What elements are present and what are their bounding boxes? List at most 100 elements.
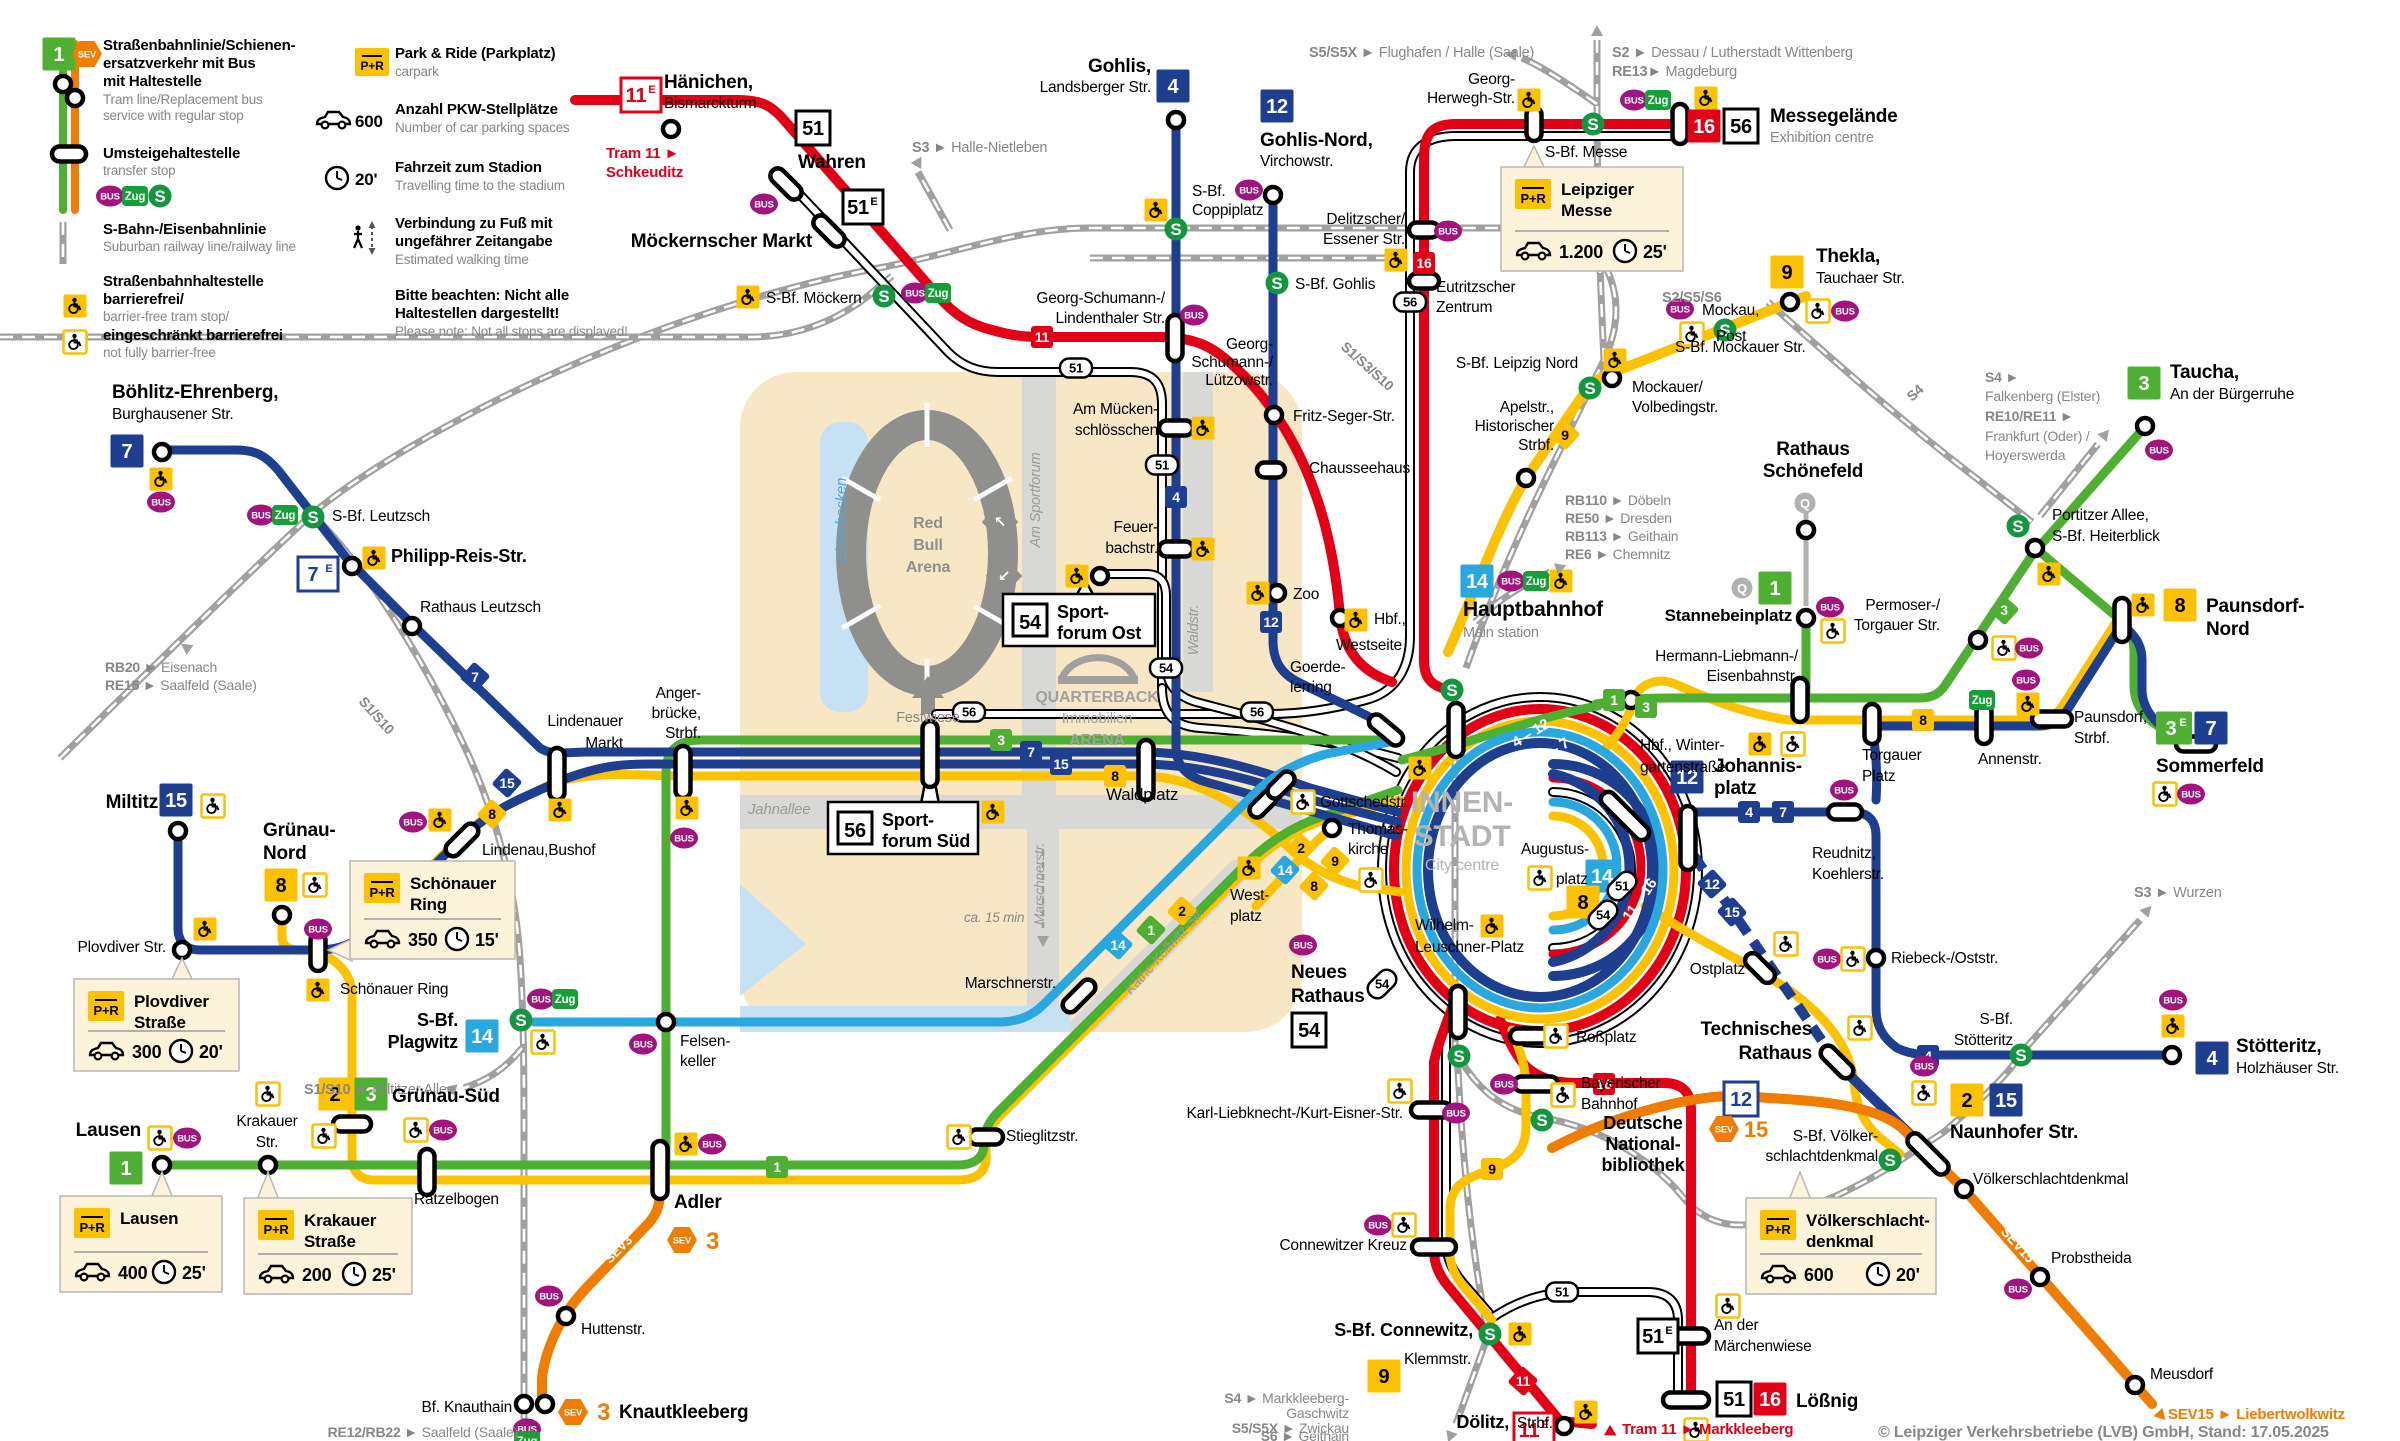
zug-badge: [514, 1431, 540, 1441]
station-stop: [151, 441, 173, 463]
bus-badge-label: BUS: [1501, 577, 1520, 588]
map-label: Felsen-: [680, 1033, 730, 1050]
map-label: S2/S5/S6: [1662, 290, 1722, 306]
badge-wheelL: [1391, 1212, 1417, 1238]
badge-zug: Zug: [272, 505, 298, 525]
badge-zug: Zug: [925, 283, 951, 303]
q-logo: [1794, 492, 1816, 514]
line-badge: [1670, 760, 1704, 794]
wheelchair-icon-wheel: [1242, 865, 1253, 877]
wheelchair-icon-wheel: [1251, 590, 1262, 602]
map-label: Lützowstr.: [1205, 372, 1273, 389]
badge-ol: 11: [1508, 1366, 1538, 1396]
s-bahn-logo: [1265, 271, 1289, 295]
line-badge-number: 11: [626, 85, 647, 107]
badge-wheel: [1144, 198, 1168, 222]
s-bahn-logo-letter: S: [2012, 517, 2023, 536]
badge-bus: BUS: [429, 1119, 457, 1141]
badge-wheel: [362, 546, 386, 570]
parking-count: 350: [408, 930, 438, 950]
wheelchair-icon-head: [1526, 91, 1531, 97]
clock-icon-hands: [163, 1265, 170, 1275]
wheelchair-icon-head: [1783, 935, 1788, 941]
badge-arr: [910, 156, 922, 169]
map-label: Bismarckturm: [664, 95, 756, 112]
bus-line-number: 51: [1069, 361, 1083, 376]
area-shape: [740, 884, 806, 996]
badge-bus: BUS: [399, 811, 427, 833]
car-icon-wheel: [280, 1274, 290, 1284]
walk-arrow-down: [368, 248, 376, 255]
park-ride-label: P+R: [369, 885, 395, 900]
wheelchair-icon-head: [1401, 1216, 1406, 1222]
badge-wheelL: [1840, 946, 1866, 972]
wheelchair-icon-head: [1489, 917, 1494, 923]
badge-bus: BUS: [1289, 934, 1317, 956]
rail-line-dashes: [1454, 1329, 1492, 1425]
badge-wheelL: [1387, 1078, 1413, 1104]
map-label: Gottschedstr.: [1320, 794, 1409, 811]
bus-badge-label: BUS: [1494, 1080, 1513, 1091]
s-bahn-logo-letter: S: [307, 508, 318, 527]
map-label: carpark: [395, 64, 439, 79]
line-badge-number: 4: [2207, 1048, 2219, 1070]
sev-badge-label: SEV: [564, 1408, 583, 1419]
line-badge-boxed: [1636, 1317, 1680, 1355]
travel-time: 20': [1896, 1265, 1920, 1285]
badge-sq: 16: [1753, 1382, 1787, 1416]
map-label: Schkeuditz: [606, 164, 683, 181]
bus-line-number: 51: [1155, 458, 1169, 473]
transfer-stop: [1265, 769, 1297, 801]
map-label: kirche: [1348, 841, 1388, 858]
badge-bus: BUS: [1816, 596, 1844, 618]
line-badge: [264, 868, 298, 902]
zug-badge-label: Zug: [1526, 576, 1547, 588]
wheelchair-icon-wheel: [1149, 207, 1160, 219]
bus-badge: [698, 1133, 726, 1155]
line-badge-number: 15: [1995, 1090, 2017, 1112]
wheelchair-icon-head: [2162, 785, 2167, 791]
rail-line-dashes: [1521, 56, 1598, 106]
badge-ol: 8: [1104, 765, 1126, 787]
s-bahn-logo-letter: S: [1170, 220, 1181, 239]
badge-hex: SEV: [558, 1399, 588, 1425]
map-label: S4 ► Markkleeberg-: [1224, 1390, 1349, 1406]
bus-line-badge: [951, 701, 987, 723]
online-badge-number: 4: [1745, 804, 1753, 820]
tram-line: [1171, 113, 1401, 841]
wheelchair-icon-wheel: [1485, 923, 1496, 935]
wheelchair-icon-head: [2025, 695, 2030, 701]
map-label: Landsberger Str.: [1040, 79, 1151, 96]
bus-badge-label: BUS: [633, 1040, 652, 1051]
bus-line-number: 54: [1596, 908, 1611, 923]
park-ride-icon: [74, 1208, 110, 1238]
map-label: RE13► Magdeburg: [1612, 64, 1737, 80]
car-icon-wheel: [337, 120, 347, 130]
online-badge-number: 12: [1704, 876, 1720, 892]
map-label: Miltitz: [106, 792, 158, 813]
badge-ol: 12: [1697, 869, 1727, 899]
badge-arr: [1446, 1429, 1458, 1441]
station-stop: [513, 1393, 535, 1415]
wheelchair-icon-wheel: [680, 805, 691, 817]
wheelchair-icon-head: [683, 1135, 688, 1141]
direction-arrow: [1037, 936, 1049, 947]
station-box-label: Sport-: [882, 810, 934, 830]
badge-ol: 14: [1270, 855, 1300, 885]
zug-badge-label: Zug: [517, 1436, 538, 1441]
badge-sq: 7: [110, 434, 144, 468]
line-badge-boxed: [296, 555, 340, 593]
wheelchair-icon-wheel: [1811, 308, 1822, 320]
badge-bus: BUS: [1364, 1214, 1392, 1236]
badge-wheel: [548, 798, 572, 822]
wheelchair-icon-head: [157, 1129, 162, 1135]
line-badge-number: 51: [847, 197, 869, 219]
badge-wheel: [1065, 564, 1089, 588]
travel-time: 15': [475, 930, 499, 950]
park-ride-icon: [1760, 1210, 1796, 1240]
map-label: Marschnerstr.: [1031, 843, 1047, 925]
badge-bus: BUS: [304, 918, 332, 940]
wheelchair-icon-head: [72, 333, 77, 339]
